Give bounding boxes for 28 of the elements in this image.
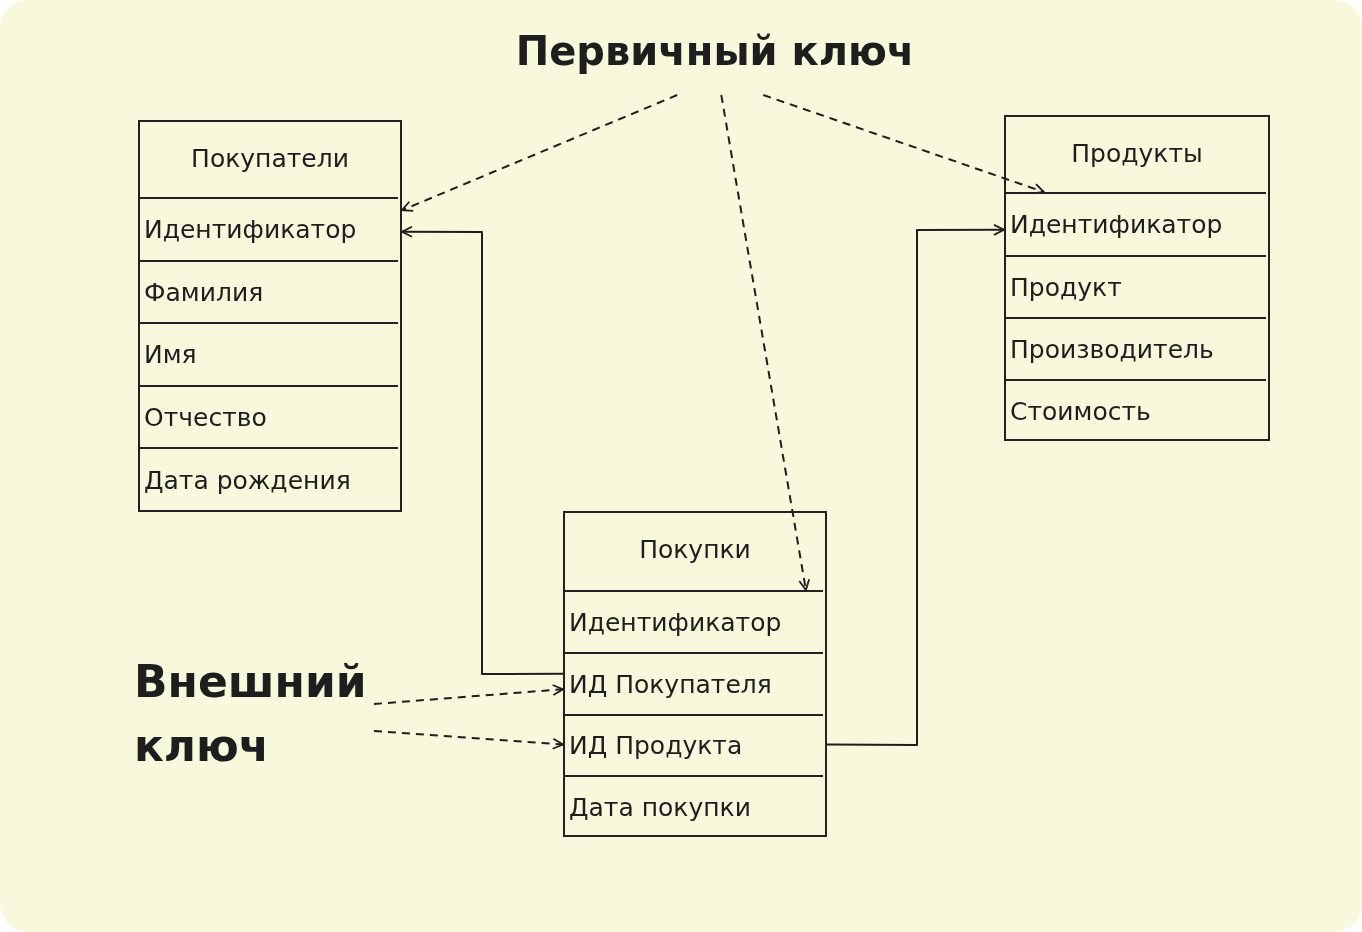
table-field: Отчество: [144, 402, 267, 432]
annotation-text: Внешний ключ: [134, 656, 367, 771]
dashed-arrow: [720, 94, 811, 591]
arrow: [826, 223, 1005, 746]
table-box: [138, 120, 402, 512]
table-title: Продукты: [1071, 139, 1203, 168]
dashed-arrow: [762, 94, 1045, 195]
table-box: [1004, 115, 1270, 441]
table-field: Дата покупки: [569, 792, 751, 822]
table-title: Покупки: [639, 535, 751, 564]
table-field: Фамилия: [144, 277, 264, 307]
annotation-text: Первичный ключ: [515, 28, 915, 74]
dashed-arrow: [401, 94, 679, 212]
table-field: Имя: [144, 340, 197, 369]
table-field: Идентификатор: [1010, 210, 1223, 239]
table-field: ИД Покупателя: [569, 669, 772, 699]
table-field: Идентификатор: [569, 607, 782, 637]
table-field: Стоимость: [1010, 396, 1151, 426]
arrow: [401, 225, 564, 675]
dashed-arrow: [373, 730, 564, 750]
table-field: ИД Продукта: [569, 731, 743, 760]
table-box: [563, 511, 827, 837]
table-field: Дата рождения: [144, 466, 351, 495]
table-field: Идентификатор: [144, 215, 357, 244]
table-field: Производитель: [1010, 334, 1214, 364]
dashed-arrow: [373, 684, 564, 705]
table-field: Продукт: [1010, 272, 1122, 302]
table-title: Покупатели: [191, 144, 349, 173]
